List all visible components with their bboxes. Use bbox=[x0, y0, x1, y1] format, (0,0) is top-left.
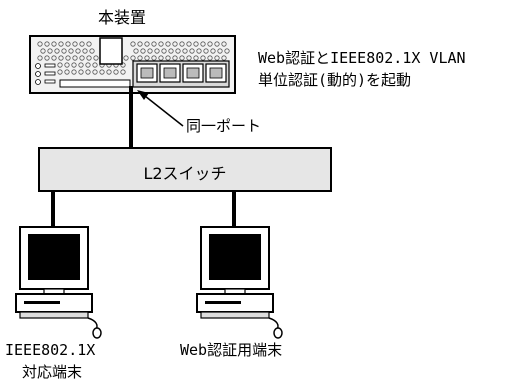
device-leds bbox=[35, 63, 56, 85]
device-panel-window bbox=[99, 37, 123, 65]
same-port-pointer bbox=[144, 95, 184, 127]
mouse bbox=[273, 327, 283, 339]
keyboard bbox=[200, 311, 270, 319]
pointer-arrowhead bbox=[137, 90, 149, 100]
terminal-1-label-line2: 対応端末 bbox=[22, 363, 83, 381]
l2-switch-label: L2スイッチ bbox=[143, 164, 227, 183]
monitor-screen bbox=[28, 234, 80, 280]
device-ports bbox=[132, 60, 230, 88]
l2-switch: L2スイッチ bbox=[38, 147, 332, 192]
device-slot bbox=[59, 79, 131, 88]
device-chassis bbox=[29, 35, 236, 94]
device-title: 本装置 bbox=[98, 8, 147, 27]
pc-terminal-2 bbox=[196, 226, 283, 339]
mouse bbox=[92, 327, 102, 339]
device-annotation-line1: Web認証とIEEE802.1X VLAN bbox=[258, 49, 466, 67]
keyboard bbox=[19, 311, 89, 319]
monitor-screen bbox=[209, 234, 261, 280]
terminal-2-label: Web認証用端末 bbox=[180, 341, 283, 359]
device-annotation-line2: 単位認証(動的)を起動 bbox=[258, 71, 412, 89]
same-port-label: 同一ポート bbox=[186, 117, 262, 135]
device-vent-pattern bbox=[37, 41, 230, 75]
terminal-1-label-line1: IEEE802.1X bbox=[5, 341, 96, 359]
pc-terminal-1 bbox=[15, 226, 102, 339]
